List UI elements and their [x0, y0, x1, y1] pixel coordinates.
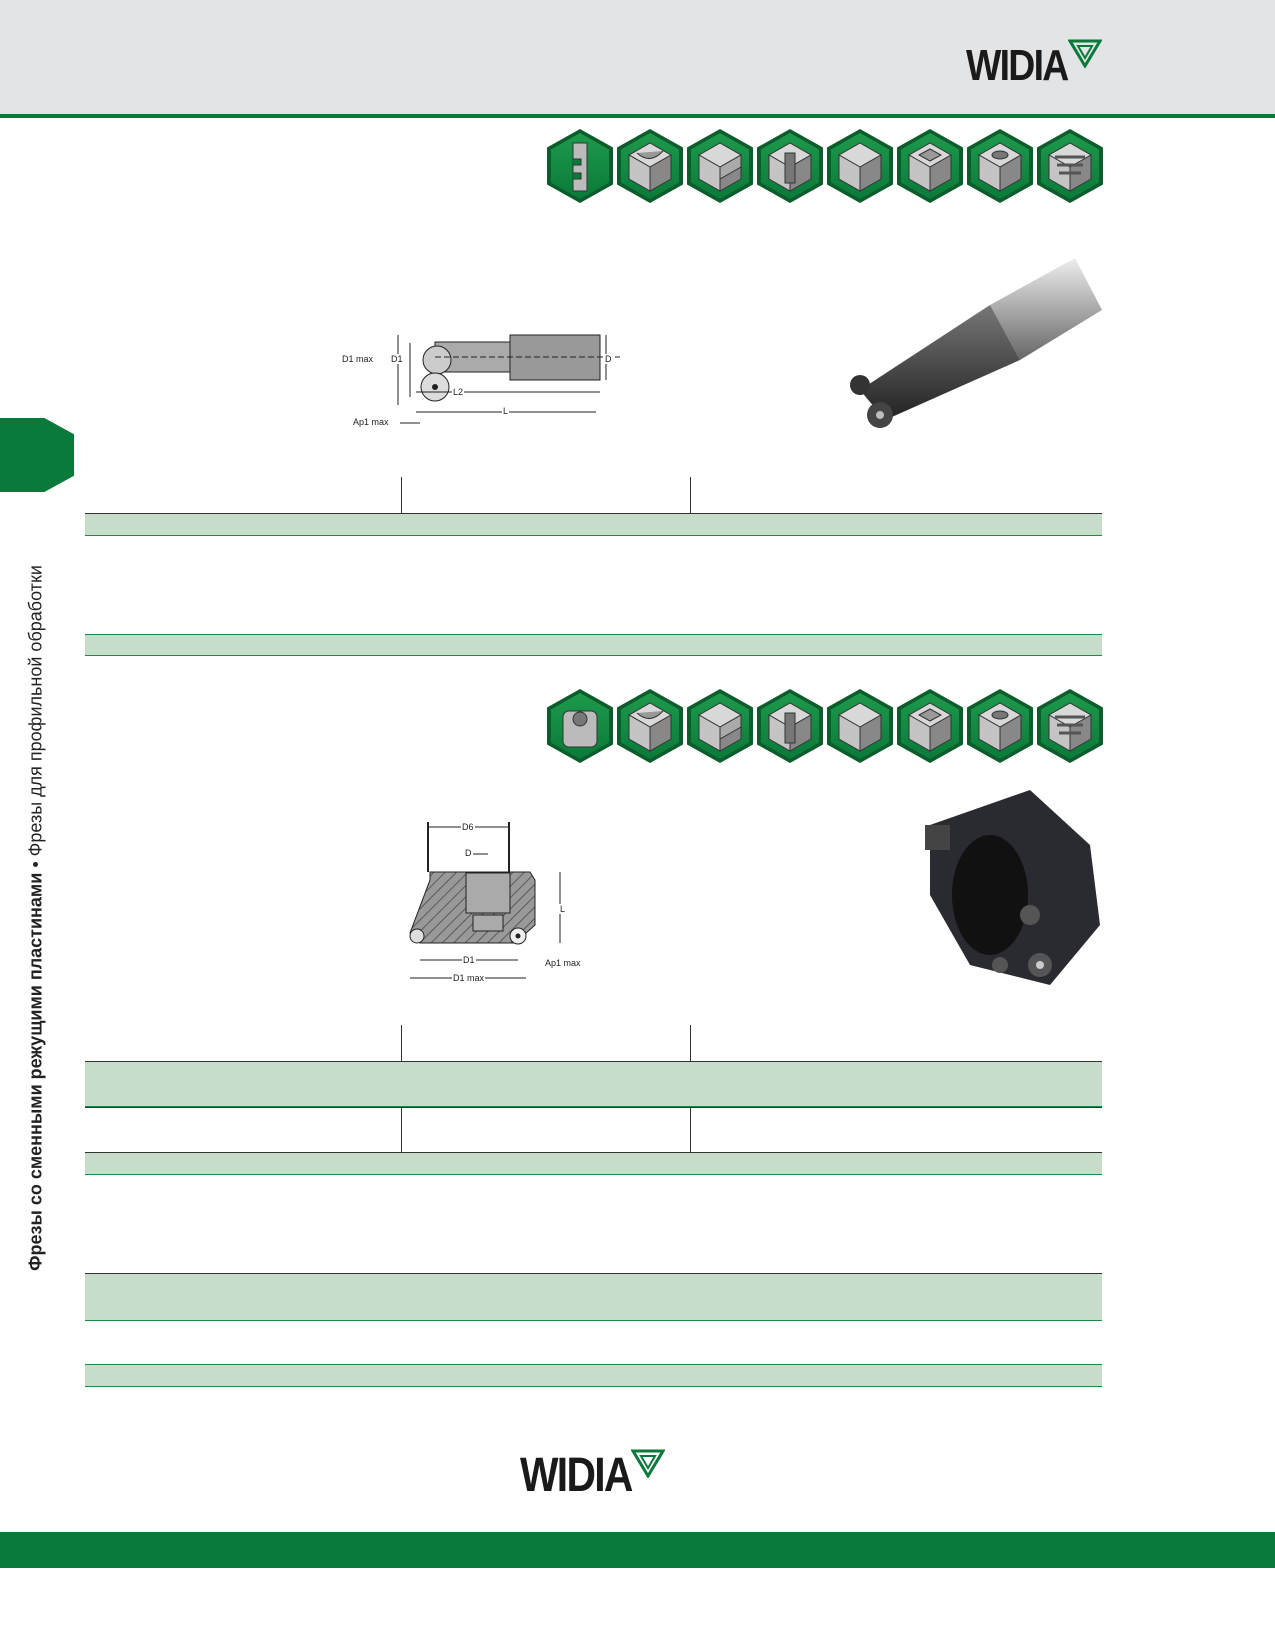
face-icon [827, 689, 893, 763]
shell-mill-photo [925, 790, 1100, 985]
separator: • [25, 861, 46, 868]
face-icon [827, 129, 893, 203]
section-title-regular: Фрезы для профильной обработки [25, 565, 46, 857]
table-band [85, 1364, 1102, 1387]
shoulder-icon [687, 129, 753, 203]
table-row [85, 1152, 1102, 1175]
logo-triangle-icon [631, 1449, 666, 1478]
footer-widia-logo: WIDIA [520, 1448, 666, 1502]
slot-icon [757, 129, 823, 203]
label-d: D [464, 848, 473, 858]
label-l: L [559, 904, 567, 914]
hole-icon [967, 689, 1033, 763]
table-band [85, 634, 1102, 656]
logo-text: WIDIA [520, 1449, 633, 1502]
label-d1max: D1 max [452, 973, 486, 983]
label-d1: D1 [462, 955, 476, 965]
section-tab[interactable] [0, 418, 74, 492]
footer-bar [0, 1532, 1275, 1568]
table-row [85, 1061, 1102, 1107]
label-l: L [502, 406, 510, 416]
contour-profile-icon [617, 129, 683, 203]
section-title-vertical: Фрезы со сменными режущими пластинами • … [26, 565, 47, 1271]
helical-ramp-icon [1037, 129, 1103, 203]
label-d: D [604, 354, 613, 364]
label-d6: D6 [461, 822, 475, 832]
label-l2: L2 [452, 387, 465, 397]
widia-logo: WIDIA [966, 38, 1102, 88]
table-row [85, 513, 1102, 536]
label-d1: D1 [390, 354, 404, 364]
end-mill-photo [850, 258, 1102, 428]
hole-icon [967, 129, 1033, 203]
column-divider [690, 477, 691, 535]
label-d1max: D1 max [341, 354, 375, 364]
shoulder-icon [687, 689, 753, 763]
page-header [0, 0, 1275, 118]
section-title-bold: Фрезы со сменными режущими пластинами [25, 872, 46, 1271]
pocket-icon [897, 129, 963, 203]
row-divider [85, 1107, 1102, 1108]
contour-profile-icon [617, 689, 683, 763]
helical-ramp-icon [1037, 689, 1103, 763]
logo-triangle-icon [1067, 39, 1102, 68]
logo-text: WIDIA [966, 41, 1069, 90]
label-ap1max: Ap1 max [544, 958, 582, 968]
shank-tool-icon [547, 129, 613, 203]
column-divider [401, 477, 402, 535]
shell-mill-icon [547, 689, 613, 763]
slot-icon [757, 689, 823, 763]
table-band [85, 1273, 1102, 1321]
pocket-icon [897, 689, 963, 763]
label-ap1max: Ap1 max [352, 417, 390, 427]
